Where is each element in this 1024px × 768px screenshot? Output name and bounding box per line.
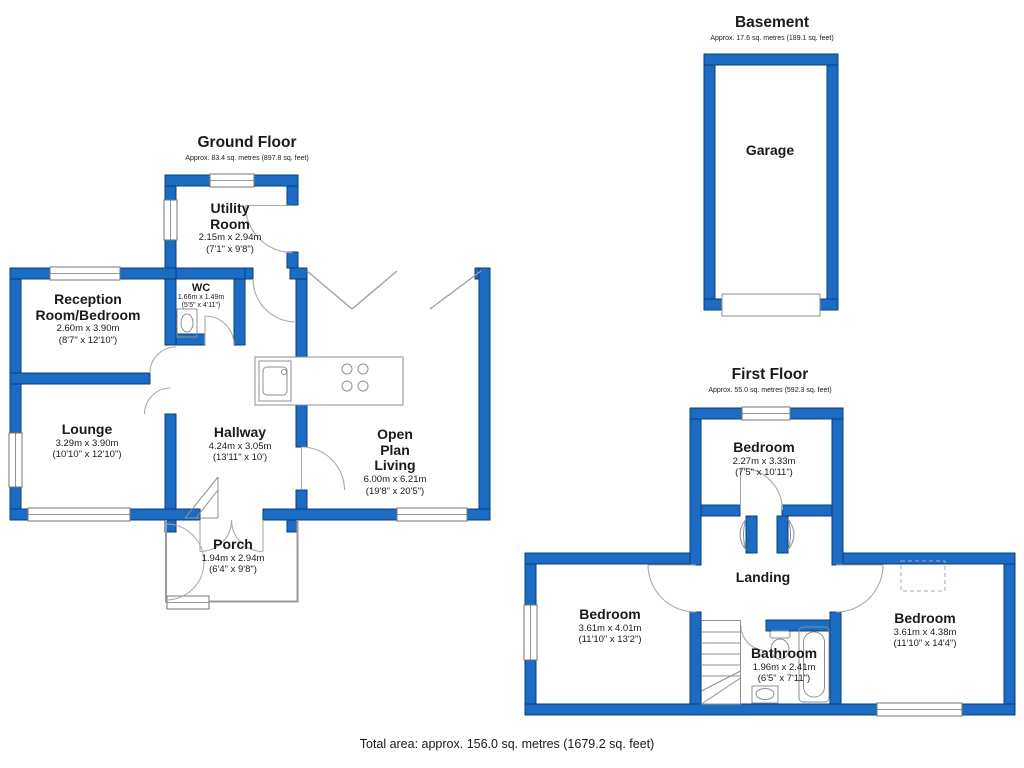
plan-title-text: Ground Floor (197, 134, 297, 151)
door-arc (252, 278, 297, 323)
door-arc (204, 315, 235, 346)
window (163, 199, 178, 241)
door-arc (739, 467, 784, 511)
hall-stairs (184, 476, 219, 519)
door-arc (300, 446, 346, 491)
ground-floor-title: Ground Floor Approx. 83.4 sq. metres (89… (185, 134, 308, 162)
door-arc (149, 346, 177, 374)
room-label-reception: Reception Room/Bedroom 2.60m x 3.90m (8'… (35, 291, 141, 346)
window (27, 507, 131, 522)
window (396, 507, 468, 522)
plan-subtitle-text: Approx. 17.6 sq. metres (189.1 sq. feet) (710, 35, 834, 42)
kitchen-counter-fixture (254, 356, 404, 406)
window (523, 604, 538, 661)
loft-hatch-dashed (900, 560, 946, 592)
porch-outline (165, 520, 299, 603)
room-label-garage: Garage (745, 142, 795, 158)
plan-title-text: First Floor (731, 366, 809, 383)
plan-subtitle-text: Approx. 83.4 sq. metres (897.8 sq. feet) (185, 155, 309, 162)
window (741, 406, 791, 421)
window (876, 702, 963, 717)
garage-walls (703, 53, 839, 311)
room-label-wc: WC 1.66m x 1.49m (5'5" x 4'11") (177, 282, 225, 310)
door-arc (244, 204, 293, 254)
room-label-hallway: Hallway 4.24m x 3.05m (13'11" x 10') (208, 424, 272, 464)
total-area-text: Total area: approx. 156.0 sq. metres (16… (359, 737, 655, 751)
garage-door (721, 293, 821, 317)
stairs (701, 620, 741, 705)
wc-sink-fixture (176, 308, 198, 338)
door-arc (740, 625, 767, 652)
room-label-porch: Porch 1.94m x 2.94m (6'4" x 9'8") (201, 536, 265, 576)
ground-floor-plan (8, 173, 491, 610)
basement-plan (703, 53, 839, 317)
plan-subtitle-text: Approx. 55.0 sq. metres (592.3 sq. feet) (708, 387, 832, 394)
window (166, 595, 210, 610)
room-label-lounge: Lounge 3.29m x 3.90m (10'10" x 12'10") (52, 421, 122, 461)
window (49, 266, 121, 281)
room-label-bedroom-right: Bedroom 3.61m x 4.38m (11'10" x 14'4") (893, 610, 957, 650)
room-label-open-plan-living: Open Plan Living 6.00m x 6.21m (19'8" x … (363, 426, 427, 497)
room-label-landing: Landing (735, 569, 791, 585)
basement-title: Basement Approx. 17.6 sq. metres (189.1 … (710, 14, 833, 42)
room-label-utility: Utility Room 2.15m x 2.94m (7'1" x 9'8") (198, 200, 262, 255)
bath-fixture (798, 626, 830, 703)
plan-title-text: Basement (734, 14, 810, 31)
open-corner-lines (306, 270, 482, 310)
toilet-fixture (769, 630, 791, 660)
door-arc (143, 387, 171, 415)
door-arc (647, 564, 696, 613)
porch-side-door-arcs (165, 523, 205, 601)
window (209, 173, 255, 188)
room-label-bedroom-left: Bedroom 3.61m x 4.01m (11'10" x 13'2") (578, 606, 642, 646)
bathroom-sink-fixture (751, 685, 779, 704)
room-label-bedroom-top: Bedroom 2.27m x 3.33m (7'5" x 10'11") (732, 439, 796, 479)
door-arc (835, 564, 884, 613)
double-door-arcs (199, 519, 264, 553)
room-label-bathroom: Bathroom 1.96m x 2.41m (6'5" x 7'11") (750, 645, 818, 685)
first-floor-plan (523, 406, 1016, 717)
bifold-door (739, 518, 795, 551)
first-floor-title: First Floor Approx. 55.0 sq. metres (592… (708, 366, 831, 394)
window (8, 432, 23, 488)
